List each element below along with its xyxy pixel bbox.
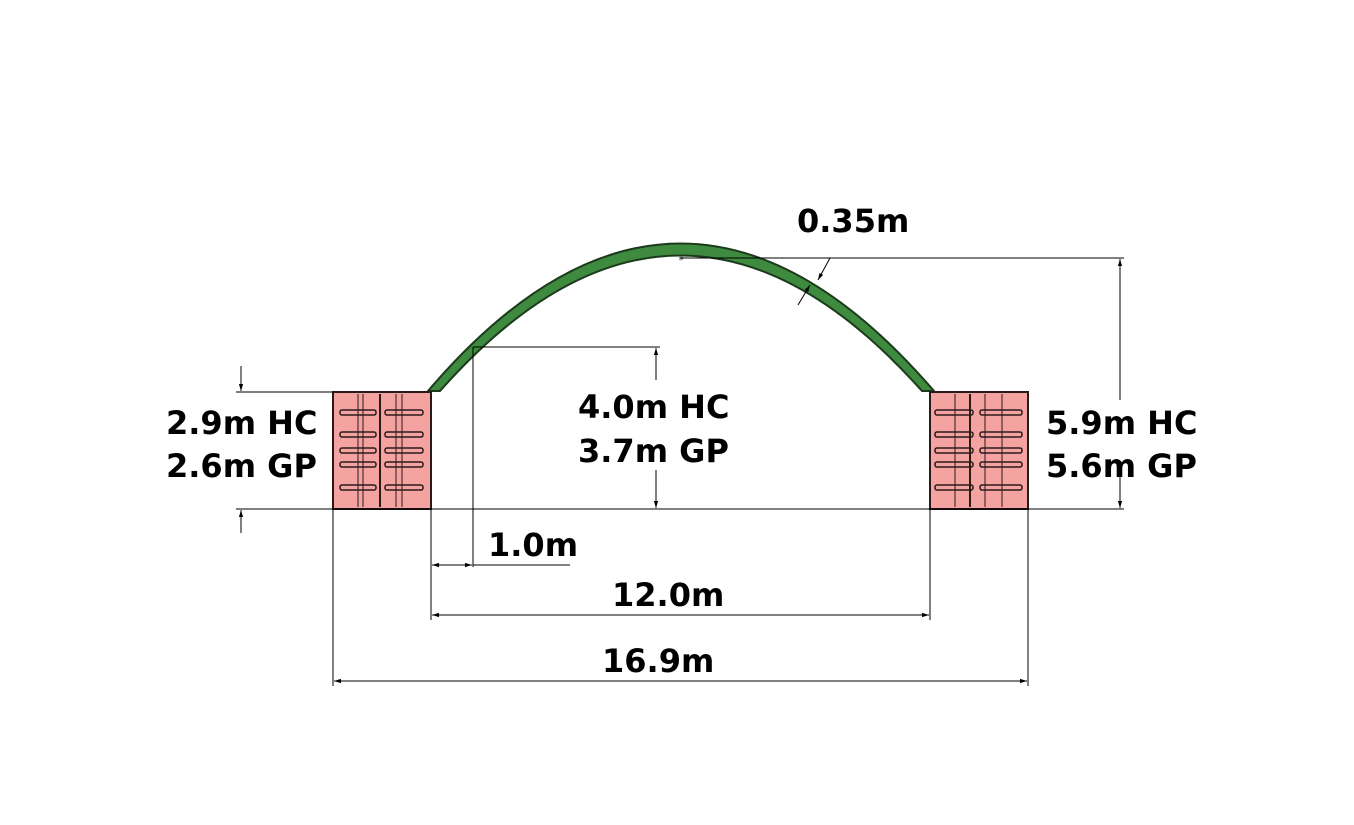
total-height-dimension [681, 257, 1124, 508]
overall-width-label: 16.9m [602, 642, 714, 680]
inner-height-gp-label: 3.7m GP [578, 432, 729, 470]
arch-roof [425, 242, 937, 392]
left-height-dimension [236, 366, 333, 533]
span-label: 12.0m [612, 576, 724, 614]
left-height-hc-label: 2.9m HC [166, 404, 317, 442]
right-container [929, 391, 1029, 510]
thickness-dimension [797, 257, 831, 306]
offset-label: 1.0m [488, 526, 578, 564]
thickness-label: 0.35m [797, 202, 909, 240]
total-height-hc-label: 5.9m HC [1046, 404, 1197, 442]
left-container [332, 391, 432, 510]
offset-dimension [430, 347, 570, 568]
left-height-gp-label: 2.6m GP [166, 447, 317, 485]
inner-height-dimension [473, 346, 660, 508]
total-height-gp-label: 5.6m GP [1046, 447, 1197, 485]
inner-height-hc-label: 4.0m HC [578, 388, 729, 426]
overall-width-dimension [332, 509, 1029, 686]
span-dimension [430, 509, 931, 620]
arch-apex-mark: * [679, 255, 684, 266]
